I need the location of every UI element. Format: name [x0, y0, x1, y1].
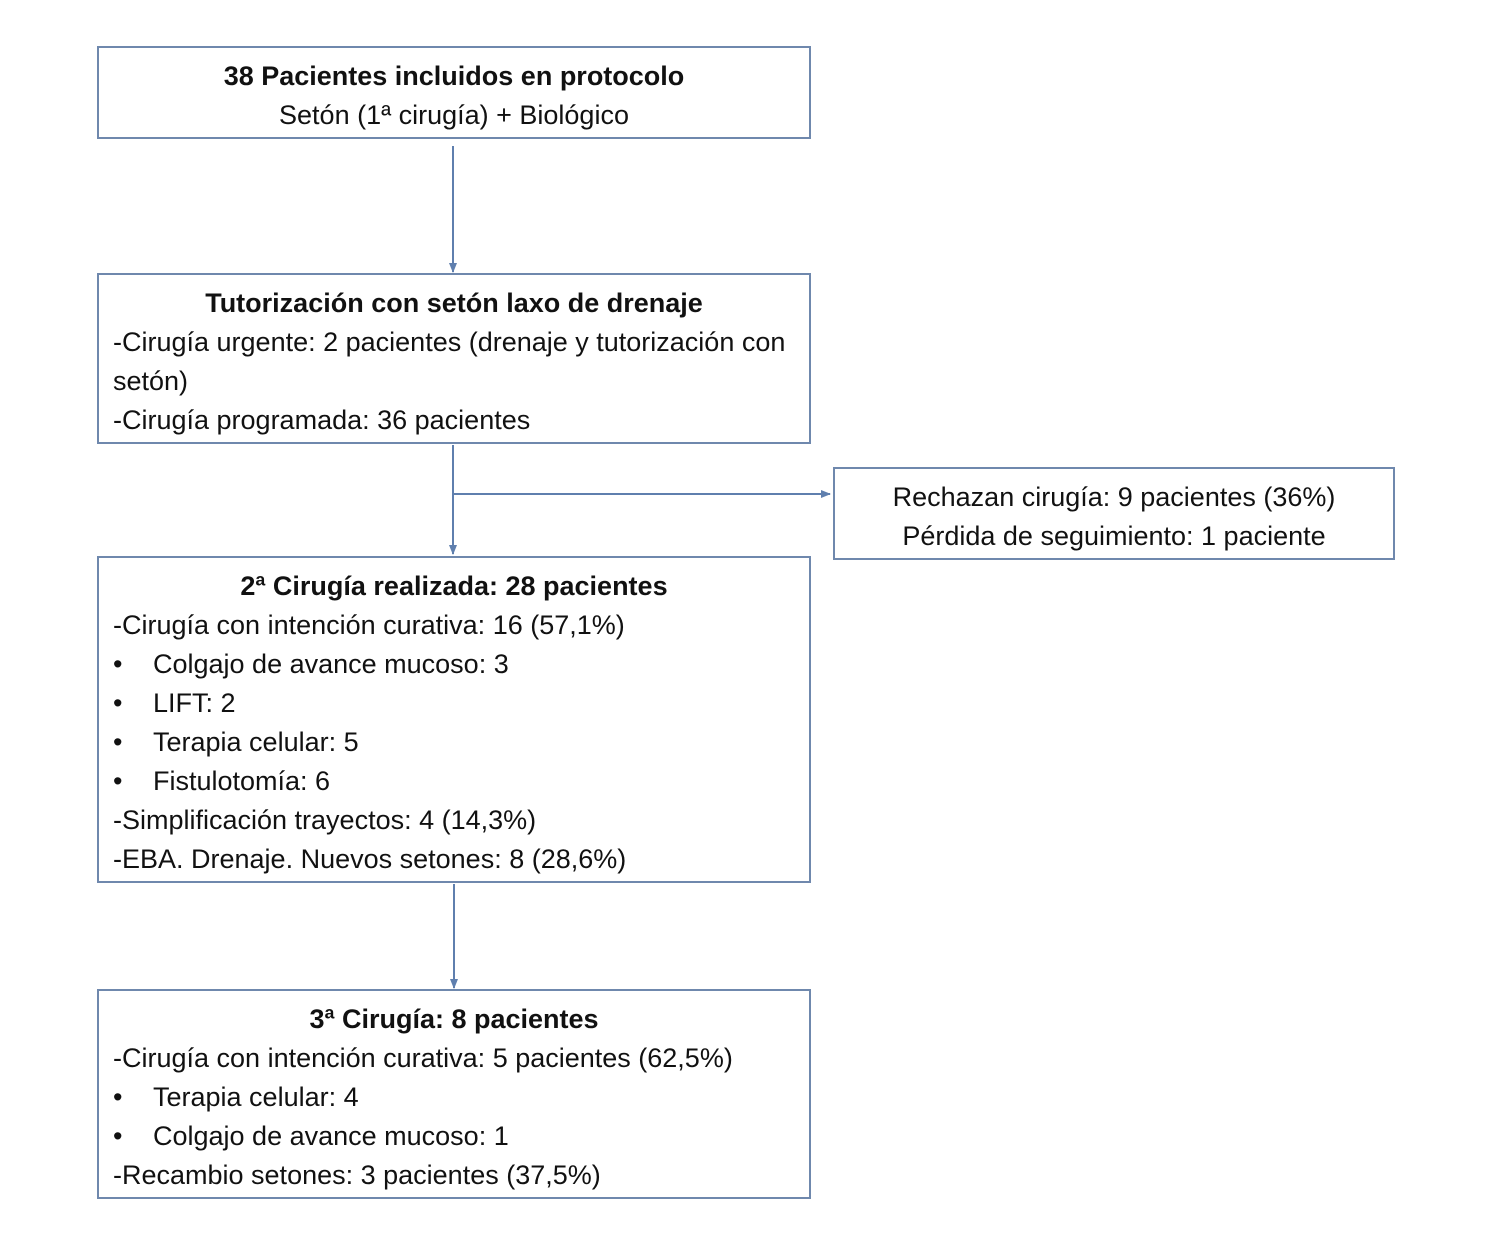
list-item-label: Colgajo de avance mucoso: 3	[153, 649, 509, 679]
list-item: • Fistulotomía: 6	[113, 762, 795, 801]
list-item: • Terapia celular: 4	[113, 1078, 795, 1117]
second-surgery-box: 2ª Cirugía realizada: 28 pacientes -Ciru…	[97, 556, 811, 883]
bullet-icon: •	[113, 766, 123, 796]
list-item: • Colgajo de avance mucoso: 3	[113, 645, 795, 684]
curative-surgery-line: -Cirugía con intención curativa: 16 (57,…	[113, 610, 625, 640]
list-item: • Terapia celular: 5	[113, 723, 795, 762]
urgent-surgery-line: -Cirugía urgente: 2 pacientes (drenaje y…	[113, 327, 786, 396]
third-surgery-box: 3ª Cirugía: 8 pacientes -Cirugía con int…	[97, 989, 811, 1199]
list-item: • LIFT: 2	[113, 684, 795, 723]
bullet-icon: •	[113, 727, 123, 757]
protocol-subtitle: Setón (1ª cirugía) + Biológico	[279, 100, 629, 130]
lost-follow-up-line: Pérdida de seguimiento: 1 paciente	[902, 521, 1326, 551]
bullet-icon: •	[113, 649, 123, 679]
list-item-label: LIFT: 2	[153, 688, 236, 718]
simplification-line: -Simplificación trayectos: 4 (14,3%)	[113, 805, 537, 835]
list-item-label: Terapia celular: 4	[153, 1082, 359, 1112]
bullet-icon: •	[113, 1082, 123, 1112]
curative-surgery-line: -Cirugía con intención curativa: 5 pacie…	[113, 1043, 733, 1073]
tutorization-title: Tutorización con setón laxo de drenaje	[205, 288, 703, 318]
list-item-label: Colgajo de avance mucoso: 1	[153, 1121, 509, 1151]
list-item: • Colgajo de avance mucoso: 1	[113, 1117, 795, 1156]
scheduled-surgery-line: -Cirugía programada: 36 pacientes	[113, 405, 531, 435]
refused-surgery-line: Rechazan cirugía: 9 pacientes (36%)	[892, 482, 1336, 512]
list-item-label: Fistulotomía: 6	[153, 766, 331, 796]
bullet-icon: •	[113, 1121, 123, 1151]
second-surgery-title: 2ª Cirugía realizada: 28 pacientes	[240, 571, 668, 601]
bullet-icon: •	[113, 688, 123, 718]
seton-replacement-line: -Recambio setones: 3 pacientes (37,5%)	[113, 1160, 601, 1190]
excluded-box: Rechazan cirugía: 9 pacientes (36%) Pérd…	[833, 467, 1395, 560]
tutorization-box: Tutorización con setón laxo de drenaje -…	[97, 273, 811, 444]
eba-drainage-line: -EBA. Drenaje. Nuevos setones: 8 (28,6%)	[113, 844, 627, 874]
list-item-label: Terapia celular: 5	[153, 727, 359, 757]
protocol-title: 38 Pacientes incluidos en protocolo	[223, 61, 685, 91]
protocol-box: 38 Pacientes incluidos en protocolo Setó…	[97, 46, 811, 139]
third-surgery-title: 3ª Cirugía: 8 pacientes	[309, 1004, 599, 1034]
